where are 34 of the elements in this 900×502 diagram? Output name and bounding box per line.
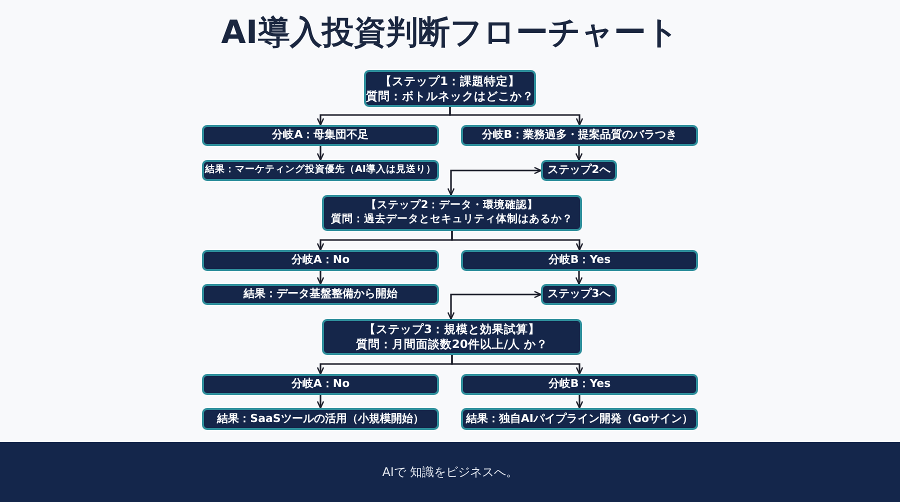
branch-box: 分岐B：業務過多・提案品質のバラつき — [461, 125, 698, 146]
step-box — [364, 70, 536, 107]
arrow — [575, 146, 583, 161]
step-box — [322, 319, 582, 355]
branch-box: 分岐A：母集団不足 — [202, 125, 439, 146]
arrow — [575, 271, 583, 285]
arrow — [449, 107, 584, 126]
question-text: 質問：過去データとセキュリティ体制はあるか？ — [331, 213, 573, 227]
arrow — [576, 395, 584, 409]
arrow — [316, 271, 324, 285]
step-box — [322, 195, 582, 231]
question-text: 質問：ボトルネックはどこか？ — [366, 88, 534, 104]
step-title: 【ステップ3：規模と効果試算】 — [364, 322, 540, 337]
step-title: 【ステップ1：課題特定】 — [380, 74, 520, 88]
branch-box: 分岐B：Yes — [461, 374, 698, 395]
next-step-box: ステップ3へ — [541, 284, 617, 305]
next-step-box: ステップ2へ — [541, 160, 617, 181]
arrow — [447, 166, 542, 196]
branch-box: 分岐A：No — [202, 250, 439, 271]
branch-box: 分岐A：No — [202, 374, 439, 395]
title: AI導入投資判断フローチャート — [220, 12, 680, 53]
arrow — [316, 146, 324, 161]
result-box: 結果：データ基盤整備から開始 — [202, 284, 439, 305]
arrow — [451, 355, 584, 375]
arrow — [451, 231, 584, 251]
step-title: 【ステップ2：データ・環境確認】 — [366, 199, 538, 213]
arrow — [316, 395, 324, 409]
branch-box: 分岐B：Yes — [461, 250, 698, 271]
tagline-text: AIで 知識をビジネスへ。 — [382, 464, 518, 480]
result-box: 結果：独自AIパイプライン開発（Goサイン） — [461, 408, 698, 430]
question-text: 質問：月間面談数20件以上/人 か？ — [356, 337, 548, 352]
result-box: 結果：マーケティング投資優先（AI導入は見送り） — [202, 160, 439, 181]
result-box: 結果：SaaSツールの活用（小規模開始） — [202, 408, 439, 430]
arrow — [447, 290, 542, 320]
